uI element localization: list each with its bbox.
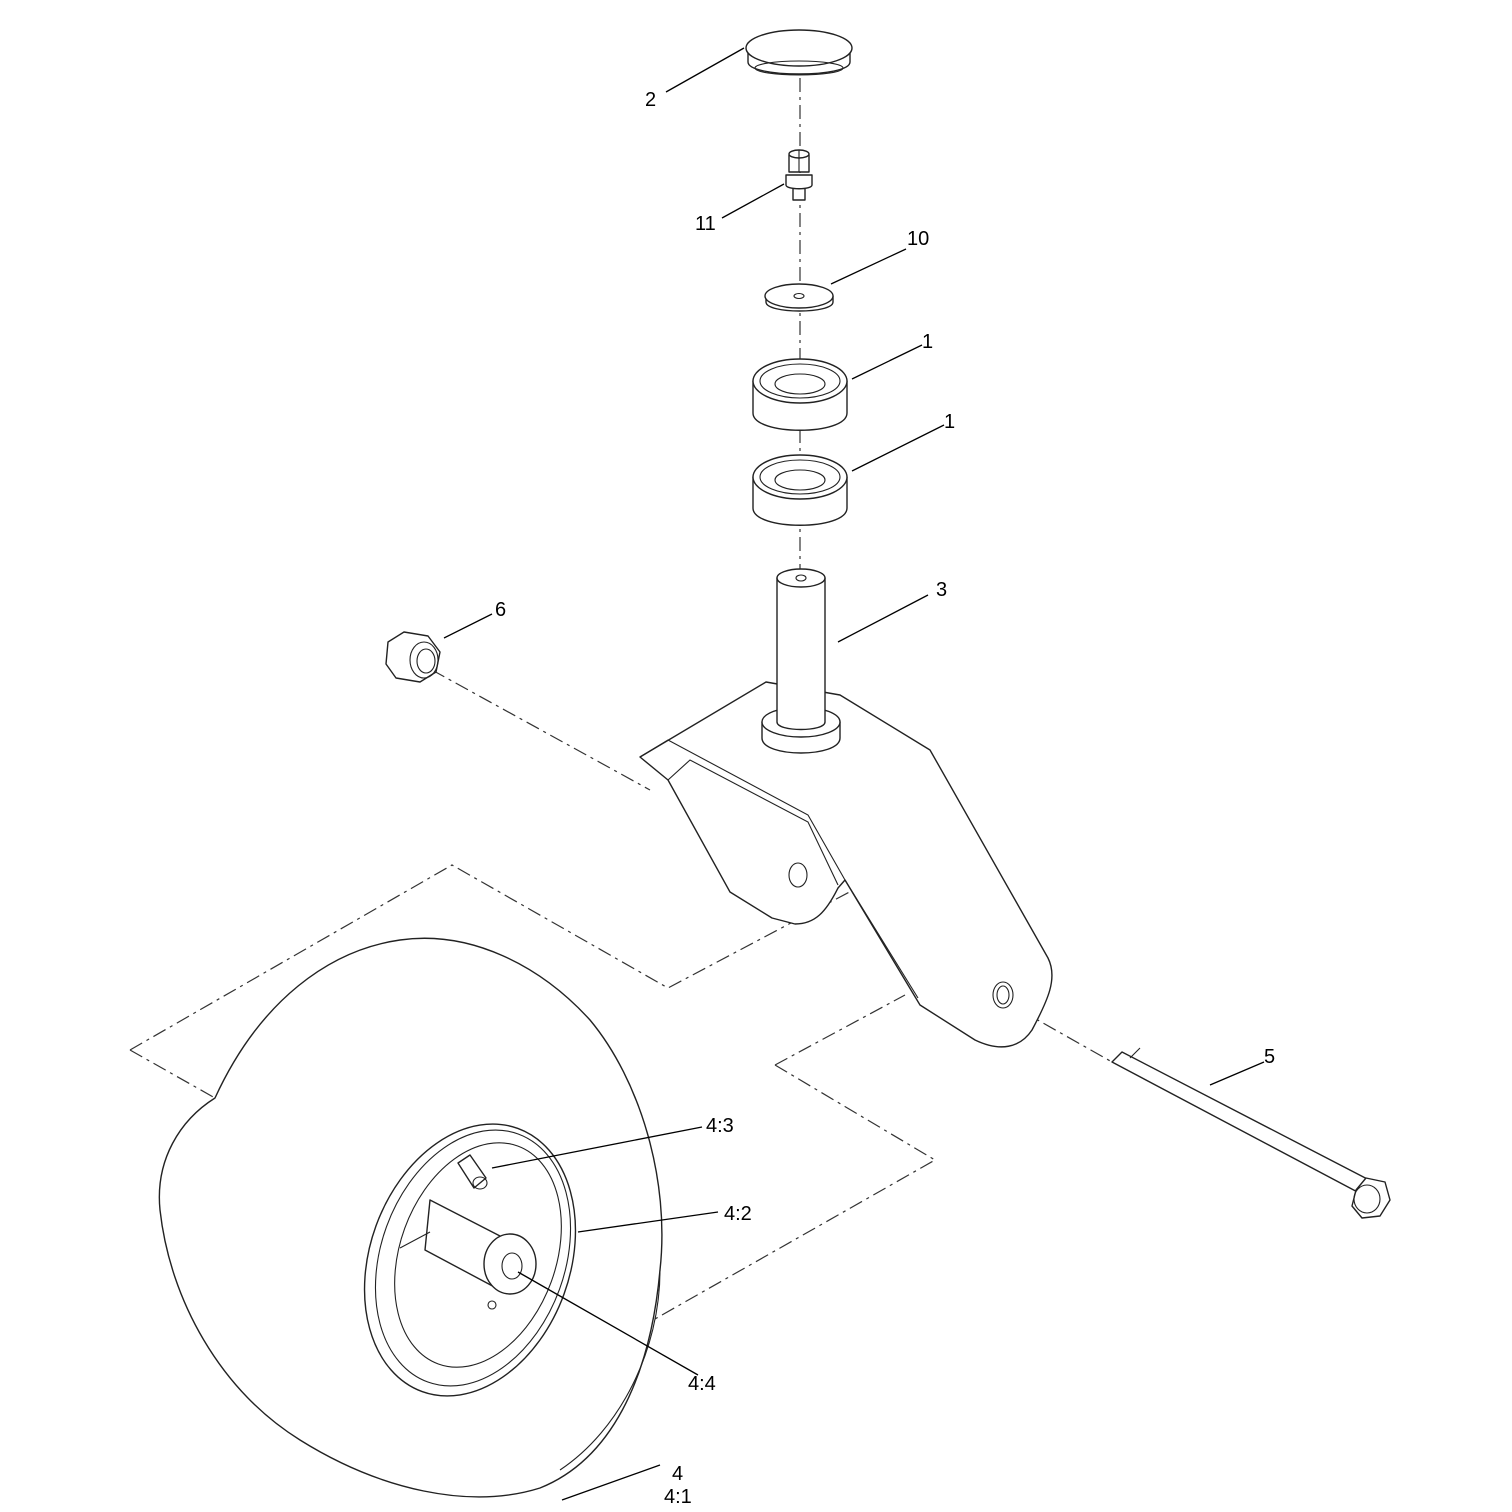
bearing-part-1-lower — [752, 454, 848, 526]
bolt-part-11 — [785, 149, 813, 201]
wheel-assembly-part-4 — [158, 937, 663, 1498]
callout-2: 2 — [645, 89, 656, 111]
callout-leaders — [443, 47, 1265, 1501]
callout-labels: 2 11 10 1 1 3 6 5 4:3 4:2 4:4 4 4:1 — [495, 89, 1275, 1508]
callout-6: 6 — [495, 599, 506, 621]
callout-3: 3 — [936, 579, 947, 601]
callout-4-1: 4:1 — [664, 1486, 692, 1508]
callout-10: 10 — [907, 228, 929, 250]
callout-4-4: 4:4 — [688, 1373, 716, 1395]
cap-part-2 — [745, 29, 853, 76]
callout-4-3: 4:3 — [706, 1115, 734, 1137]
callout-4: 4 — [672, 1463, 683, 1485]
nut-part-6 — [385, 631, 441, 683]
bearing-part-1-upper — [752, 358, 848, 431]
axle-bolt-part-5 — [1111, 1047, 1391, 1219]
callout-5: 5 — [1264, 1046, 1275, 1068]
callout-4-2: 4:2 — [724, 1203, 752, 1225]
callout-1-lower: 1 — [944, 411, 955, 433]
fork-part-3 — [639, 568, 1053, 1048]
callout-1-upper: 1 — [922, 331, 933, 353]
callout-11: 11 — [695, 213, 716, 235]
washer-part-10 — [764, 283, 834, 312]
